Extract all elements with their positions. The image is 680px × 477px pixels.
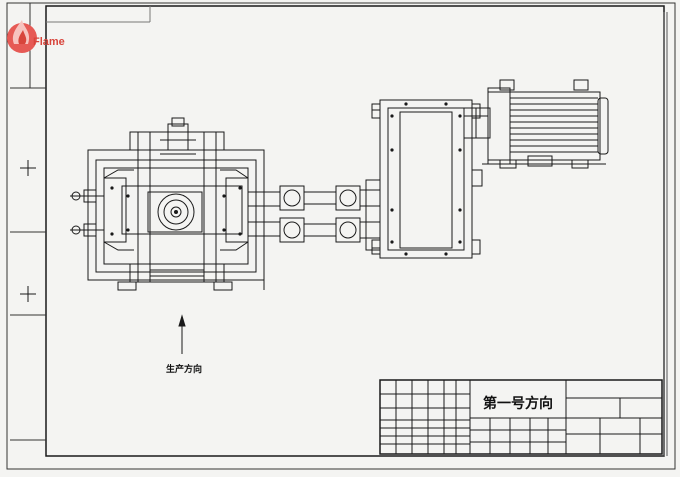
flame-logo-text: Flame <box>33 36 65 48</box>
electric-motor <box>482 79 609 169</box>
mill-bolts <box>110 186 242 236</box>
title-block <box>379 379 663 455</box>
gearbox-bolts <box>390 102 462 256</box>
center-mark-left <box>20 160 36 302</box>
spindle-couplings <box>279 179 381 251</box>
drawing-title: 第一号方向 <box>483 396 553 412</box>
inner-border <box>45 5 665 457</box>
production-direction-label: 生产方向 <box>166 365 203 375</box>
production-direction-arrow <box>178 314 186 354</box>
flame-logo-icon <box>7 20 37 53</box>
motor-fins <box>510 97 598 153</box>
outer-border <box>6 2 676 470</box>
mill-stand <box>70 117 281 291</box>
gear-box <box>371 99 489 259</box>
motor-coupling <box>463 107 491 139</box>
